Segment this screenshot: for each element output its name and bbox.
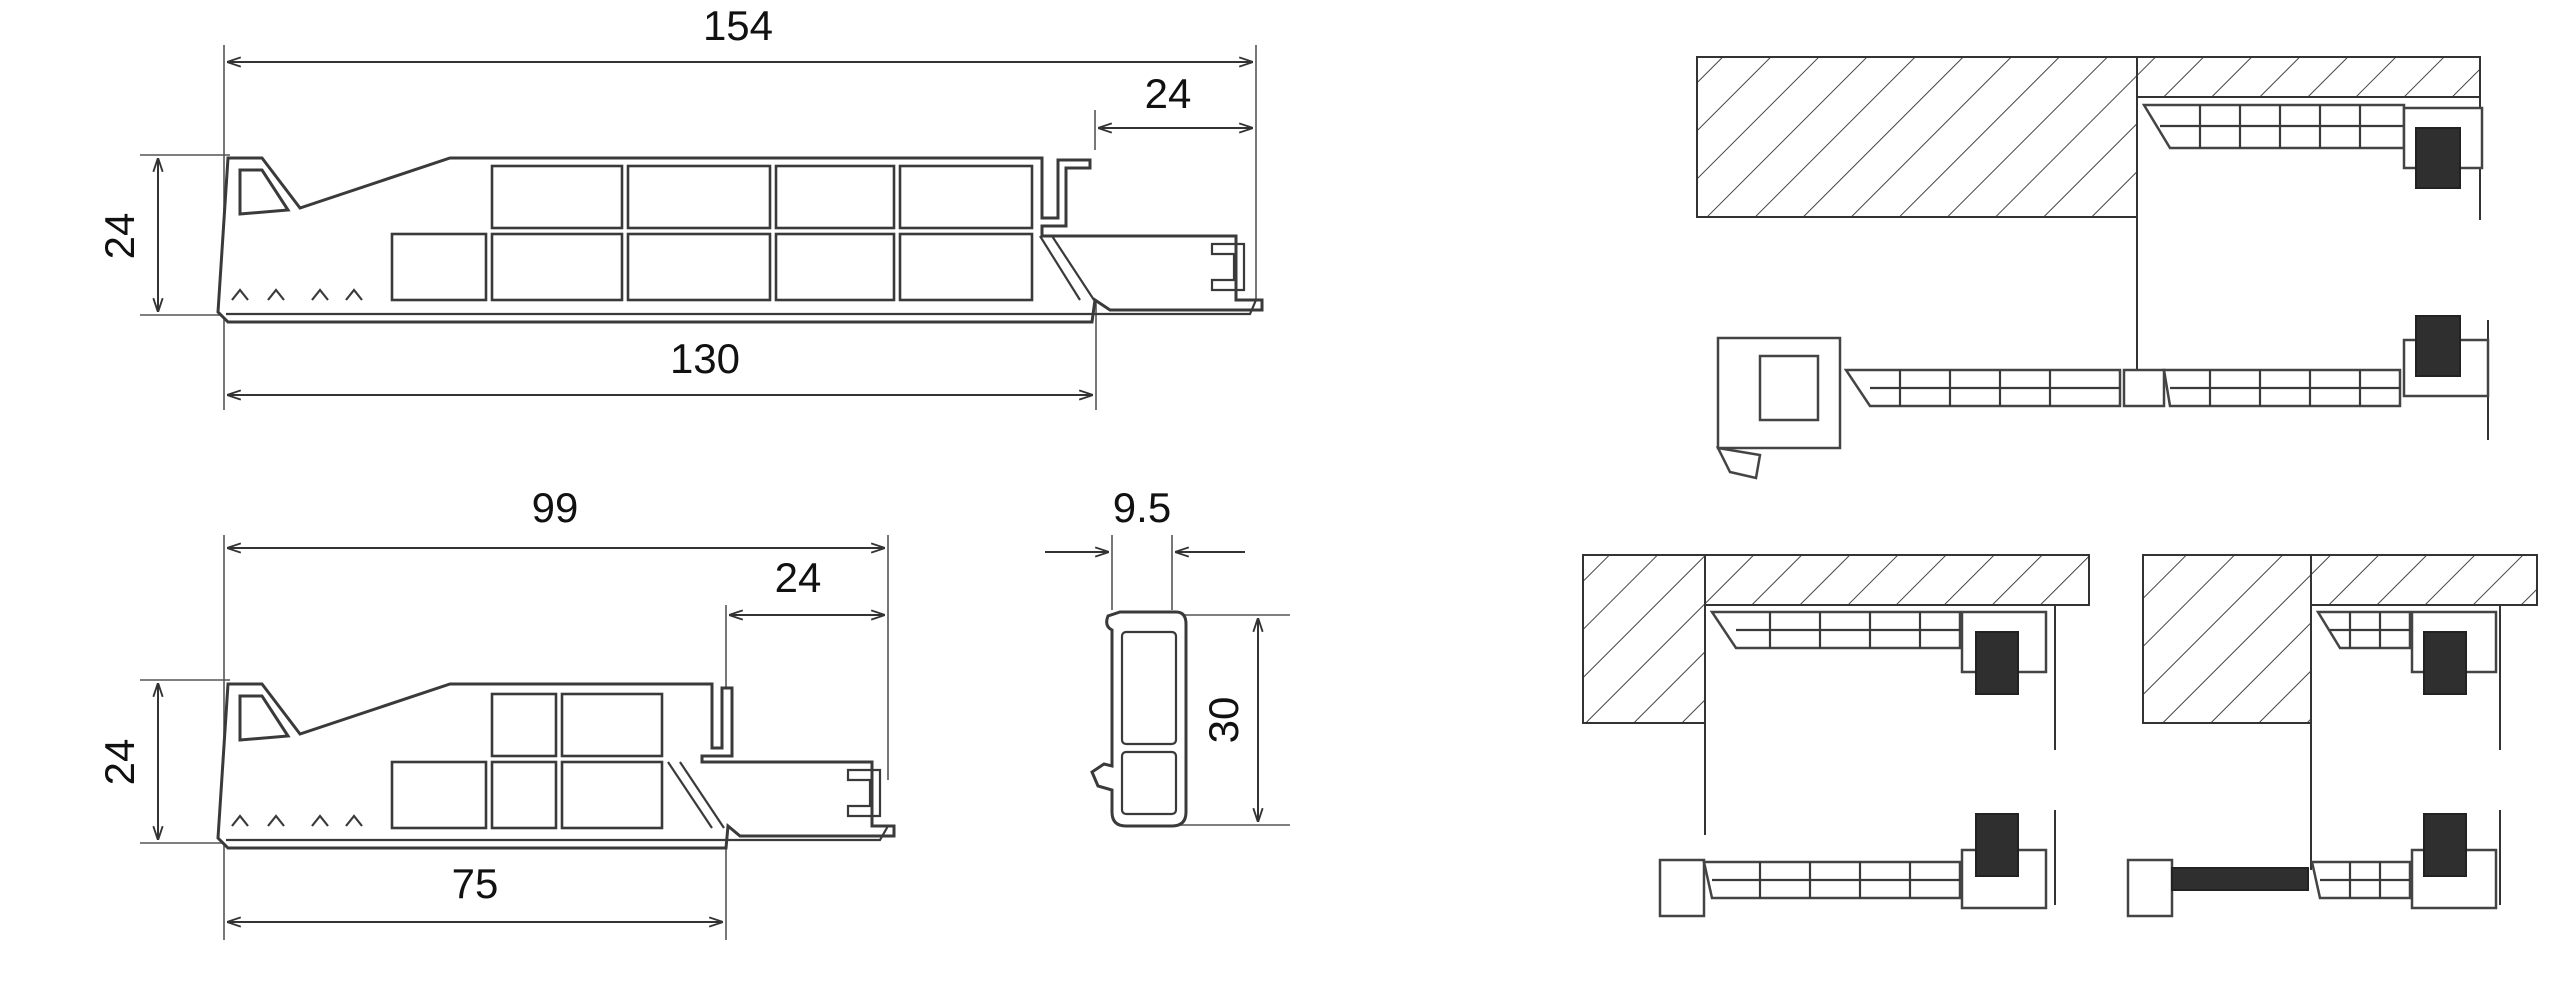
end-cap-outline (1090, 610, 1188, 828)
frame-profile (2126, 858, 2174, 918)
dimension-overall-width: 154 (703, 2, 773, 49)
installation-detail-b (1582, 554, 2090, 918)
dimension-lip-width: 24 (775, 554, 822, 601)
brush-seal (2415, 315, 2461, 377)
chamber-grid (390, 692, 725, 830)
profile-large: 154 24 24 130 (96, 2, 1264, 410)
dimension-body-width: 130 (670, 335, 740, 382)
dimension-body-width: 75 (452, 860, 499, 907)
wall-section (1582, 554, 1706, 724)
dimension-overall-width: 99 (532, 484, 579, 531)
installation-detail-a (1696, 56, 2490, 480)
dimension-cap-width: 9.5 (1113, 484, 1171, 531)
clip-channel (1210, 242, 1246, 292)
dimension-height: 24 (96, 213, 143, 260)
lintel-section (2136, 56, 2481, 98)
dimension-cap-height: 30 (1200, 697, 1247, 744)
clip-channel (846, 768, 882, 818)
brush-seal (1975, 631, 2019, 695)
frame-profile (1658, 858, 1706, 918)
infill-strip (2171, 867, 2309, 891)
profile-small: 99 24 24 75 (96, 484, 896, 940)
brush-seal (1975, 813, 2019, 877)
brush-seal (2415, 127, 2461, 189)
brush-seal (2423, 631, 2467, 695)
chamber-grid (390, 164, 1095, 302)
dimension-height: 24 (96, 739, 143, 786)
profile-nose (238, 168, 291, 216)
brush-seal (2423, 813, 2467, 877)
wall-section (1696, 56, 2138, 218)
installation-detail-c (2126, 554, 2538, 918)
profile-nose (238, 694, 291, 742)
end-cap: 9.5 30 (1045, 484, 1290, 828)
lintel-section (2310, 554, 2538, 606)
wall-section (2142, 554, 2312, 724)
dimension-lip-width: 24 (1145, 70, 1192, 117)
lintel-section (1704, 554, 2090, 606)
